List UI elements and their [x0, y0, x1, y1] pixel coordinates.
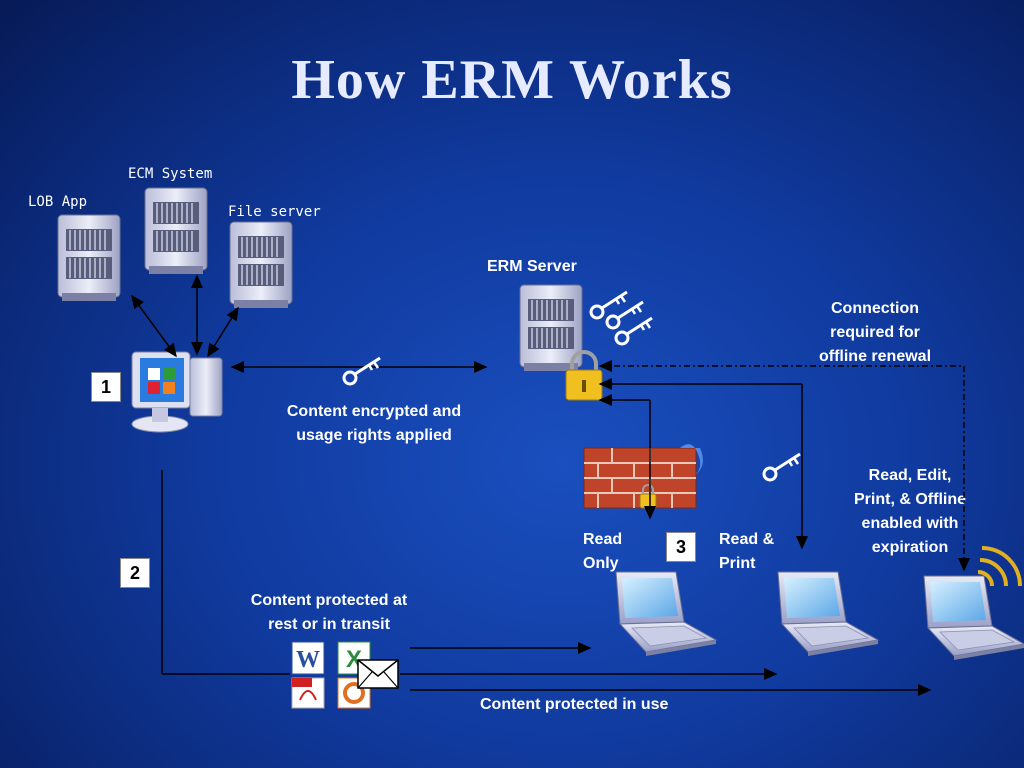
envelope-icon — [357, 659, 399, 689]
firewall-icon — [583, 444, 703, 509]
connection-note-line2: required for — [830, 324, 920, 341]
full-rights-line4: expiration — [871, 539, 949, 556]
connection-note-line3: offline renewal — [818, 348, 932, 365]
read-only-line1: Read — [583, 531, 623, 548]
lob-app-label: LOB App — [28, 194, 88, 210]
full-rights-label: Read, Edit, Print, & Offline enabled wit… — [836, 466, 984, 557]
ecm-system-label: ECM System — [128, 166, 213, 182]
rest-note: Content protected at rest or in transit — [222, 591, 436, 634]
wireless-icon — [977, 546, 1022, 587]
erm-server-label: ERM Server — [487, 258, 577, 275]
laptop-full-rights-icon — [923, 575, 1024, 661]
read-print-line1: Read & — [719, 531, 775, 548]
key-icon — [342, 356, 382, 386]
svg-text:W: W — [296, 647, 320, 673]
page-title: How ERM Works — [291, 49, 733, 111]
connection-note-line1: Connection — [831, 300, 919, 317]
lob-app-server-icon — [57, 214, 121, 302]
read-print-label: Read & Print — [719, 530, 774, 573]
key-icon — [614, 316, 654, 346]
laptop-read-only-icon — [615, 571, 717, 657]
encrypted-note-line2: usage rights applied — [296, 427, 452, 444]
read-only-label: Read Only — [583, 530, 622, 573]
lock-icon — [565, 350, 603, 401]
pdf-doc-icon — [291, 677, 325, 709]
full-rights-line3: enabled with — [861, 515, 959, 532]
laptop-read-print-icon — [777, 571, 879, 657]
key-icon — [605, 300, 645, 330]
key-icon — [762, 452, 802, 482]
word-doc-icon: W — [291, 641, 325, 675]
read-print-line2: Print — [719, 555, 756, 572]
rest-note-line2: rest or in transit — [268, 616, 390, 633]
file-server-icon — [229, 221, 293, 309]
full-rights-line2: Print, & Offline — [854, 491, 966, 508]
file-server-label: File server — [228, 204, 321, 220]
step-1-badge: 1 — [91, 372, 121, 402]
step-2-badge: 2 — [120, 558, 150, 588]
workstation-icon — [131, 351, 223, 433]
use-note: Content protected in use — [480, 696, 669, 713]
rest-note-line1: Content protected at — [250, 592, 408, 609]
encrypted-note-line1: Content encrypted and — [286, 403, 462, 420]
full-rights-line1: Read, Edit, — [868, 467, 952, 484]
encrypted-note: Content encrypted and usage rights appli… — [258, 402, 490, 445]
ecm-system-server-icon — [144, 187, 208, 275]
connection-note: Connection required for offline renewal — [798, 299, 952, 366]
step-3-badge: 3 — [666, 532, 696, 562]
read-only-line2: Only — [583, 555, 619, 572]
